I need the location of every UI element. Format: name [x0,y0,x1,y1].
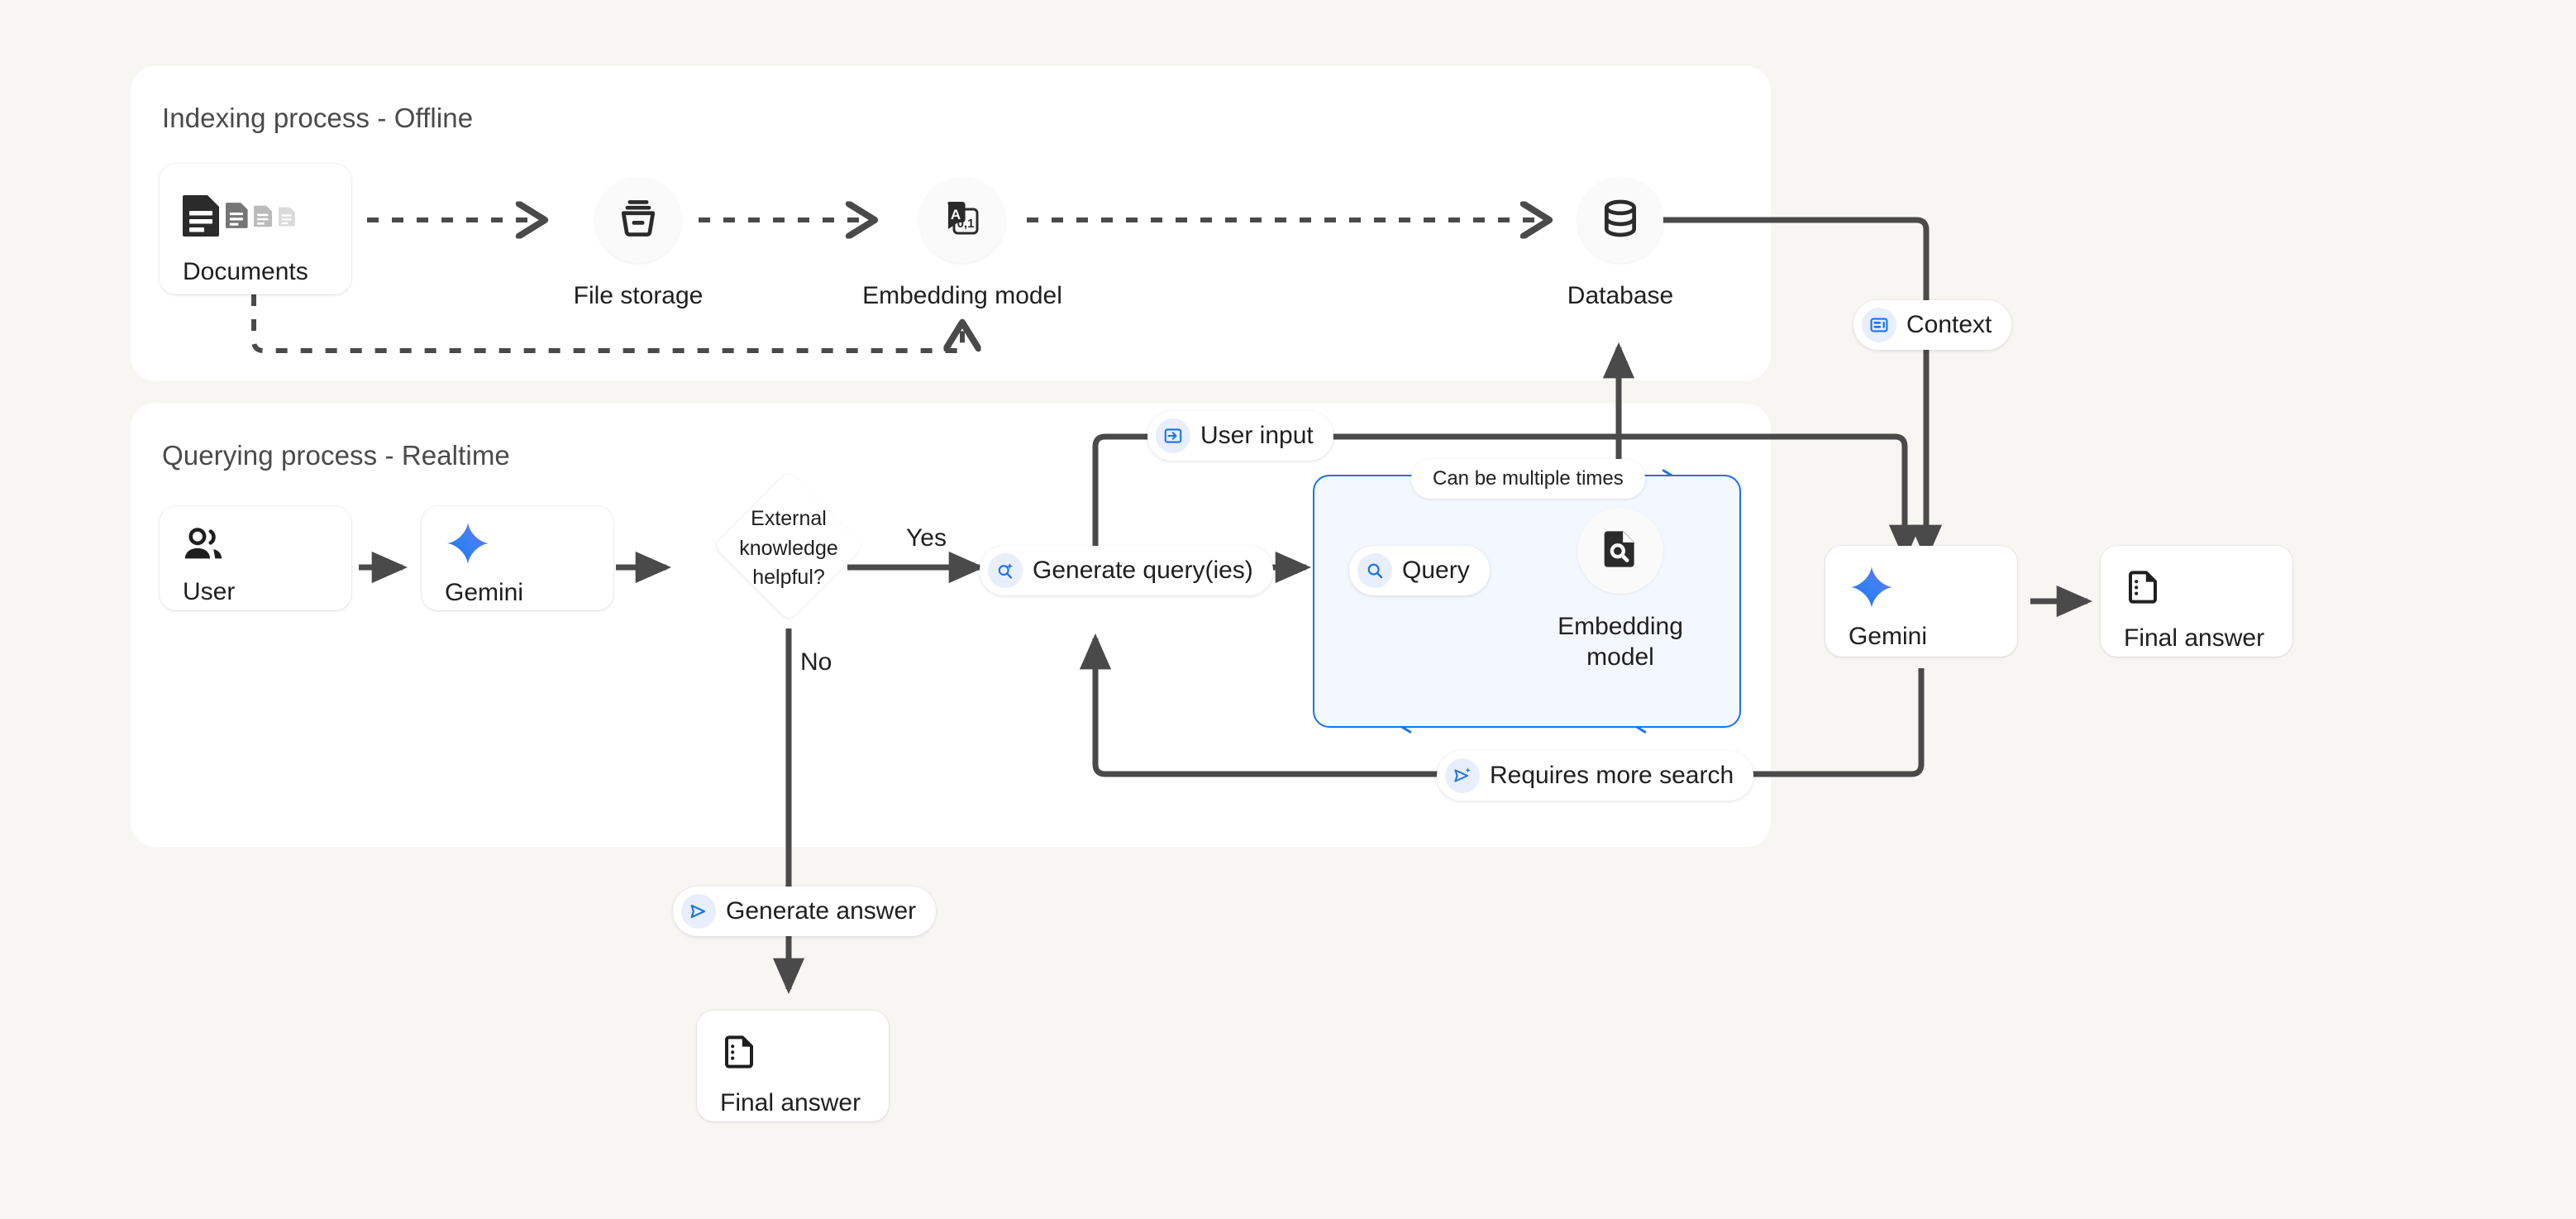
node-final-answer-bottom[interactable]: Final answer [697,1011,889,1121]
node-embedding-model-label: Embedding model [862,282,1062,309]
chip-context-label: Context [1906,311,1992,338]
context-window-icon [1862,308,1896,342]
gemini-spark-icon [445,520,491,571]
answer-doc-icon [2124,567,2163,611]
node-database-label: Database [1567,282,1674,309]
search-icon [1357,553,1392,588]
decision-external-knowledge[interactable]: External knowledge helpful? [713,471,864,621]
input-arrow-icon [1156,418,1190,453]
embedding-model-2-circle [1577,508,1663,594]
chip-context[interactable]: Context [1853,300,2012,350]
branch-label-yes: Yes [906,524,947,552]
chip-generate-answer-label: Generate answer [726,897,917,925]
database-circle [1577,177,1663,263]
translate-vector-icon: 0,1 A [938,194,986,246]
documents-stack-icon [183,193,307,241]
retrieval-loop-box [1313,475,1741,728]
database-icon [1598,196,1643,245]
node-embedding-model-2[interactable]: Embedding model [1553,508,1688,672]
send-sparkle-icon [1445,758,1480,793]
node-database[interactable]: Database [1554,177,1686,312]
node-final-answer-right[interactable]: Final answer [2101,546,2292,657]
node-file-storage-label: File storage [573,282,704,309]
archive-box-icon [616,196,661,245]
people-icon [183,528,224,566]
chip-requires-more-search[interactable]: Requires more search [1437,751,1754,801]
node-documents-label: Documents [183,258,308,286]
node-gemini-right-label: Gemini [1849,623,1928,651]
node-final-answer-bottom-label: Final answer [720,1089,861,1117]
answer-doc-icon [720,1032,760,1076]
loop-note-can-be-multiple-times: Can be multiple times [1411,459,1645,499]
document-search-icon [1598,527,1643,576]
chip-query-label: Query [1402,557,1470,584]
send-icon [681,894,716,929]
node-embedding-model[interactable]: 0,1 A Embedding model [862,177,1062,312]
panel-indexing-title: Indexing process - Offline [162,103,474,133]
chip-user-input-label: User input [1200,422,1314,449]
decision-label: External knowledge helpful? [739,507,838,589]
chip-user-input[interactable]: User input [1147,411,1333,461]
node-gemini-right[interactable]: Gemini [1825,546,2017,657]
svg-text:A: A [951,207,961,222]
file-storage-circle [595,177,681,263]
branch-label-no: No [800,648,832,676]
node-final-answer-right-label: Final answer [2124,624,2265,653]
chip-generate-answer[interactable]: Generate answer [673,887,937,936]
chip-generate-queries[interactable]: Generate query(ies) [980,546,1273,595]
embedding-model-circle: 0,1 A [919,177,1005,263]
node-user-label: User [183,578,236,606]
chip-query[interactable]: Query [1349,546,1490,595]
chip-generate-queries-label: Generate query(ies) [1033,557,1253,584]
node-embedding-model-2-label: Embedding model [1558,613,1683,671]
node-gemini-left-label: Gemini [445,579,524,607]
node-documents[interactable]: Documents [160,164,351,294]
node-user[interactable]: User [160,506,351,610]
node-file-storage[interactable]: File storage [572,177,704,312]
panel-querying-title: Querying process - Realtime [162,440,510,471]
search-sparkle-icon [988,553,1023,588]
gemini-spark-icon [1849,564,1895,614]
node-gemini-left[interactable]: Gemini [422,506,613,610]
chip-requires-more-search-label: Requires more search [1490,762,1734,789]
